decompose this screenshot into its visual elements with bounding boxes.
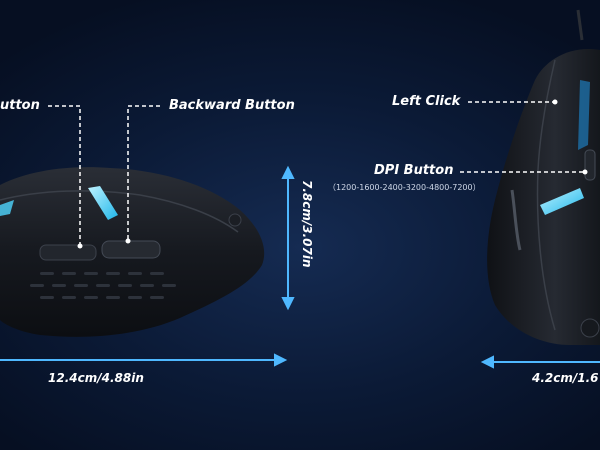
forward-button-label: utton: [0, 98, 40, 113]
length-dimension: 12.4cm/4.88in: [48, 371, 144, 385]
rgb-light-strip-front: [540, 188, 584, 215]
dimension-lines: [0, 165, 600, 369]
callout-lines: [48, 101, 585, 246]
rgb-light-strip: [88, 186, 118, 220]
dpi-levels-label: （1200-1600-2400-3200-4800-7200）: [328, 183, 481, 192]
height-dimension: 7.8cm/3.07in: [300, 180, 314, 268]
logo-mark: [580, 318, 600, 338]
left-click-label: Left Click: [392, 94, 461, 109]
grip-texture: [30, 272, 176, 299]
mouse-side-view: [0, 167, 265, 337]
backward-button-label: Backward Button: [169, 98, 295, 113]
dpi-button-shape[interactable]: [584, 149, 596, 181]
dpi-button-label: DPI Button: [374, 163, 454, 178]
width-dimension: 4.2cm/1.6: [532, 371, 599, 385]
forward-button-shape[interactable]: [39, 244, 97, 261]
mouse-front-view: [487, 9, 600, 346]
backward-button-shape[interactable]: [101, 240, 161, 259]
